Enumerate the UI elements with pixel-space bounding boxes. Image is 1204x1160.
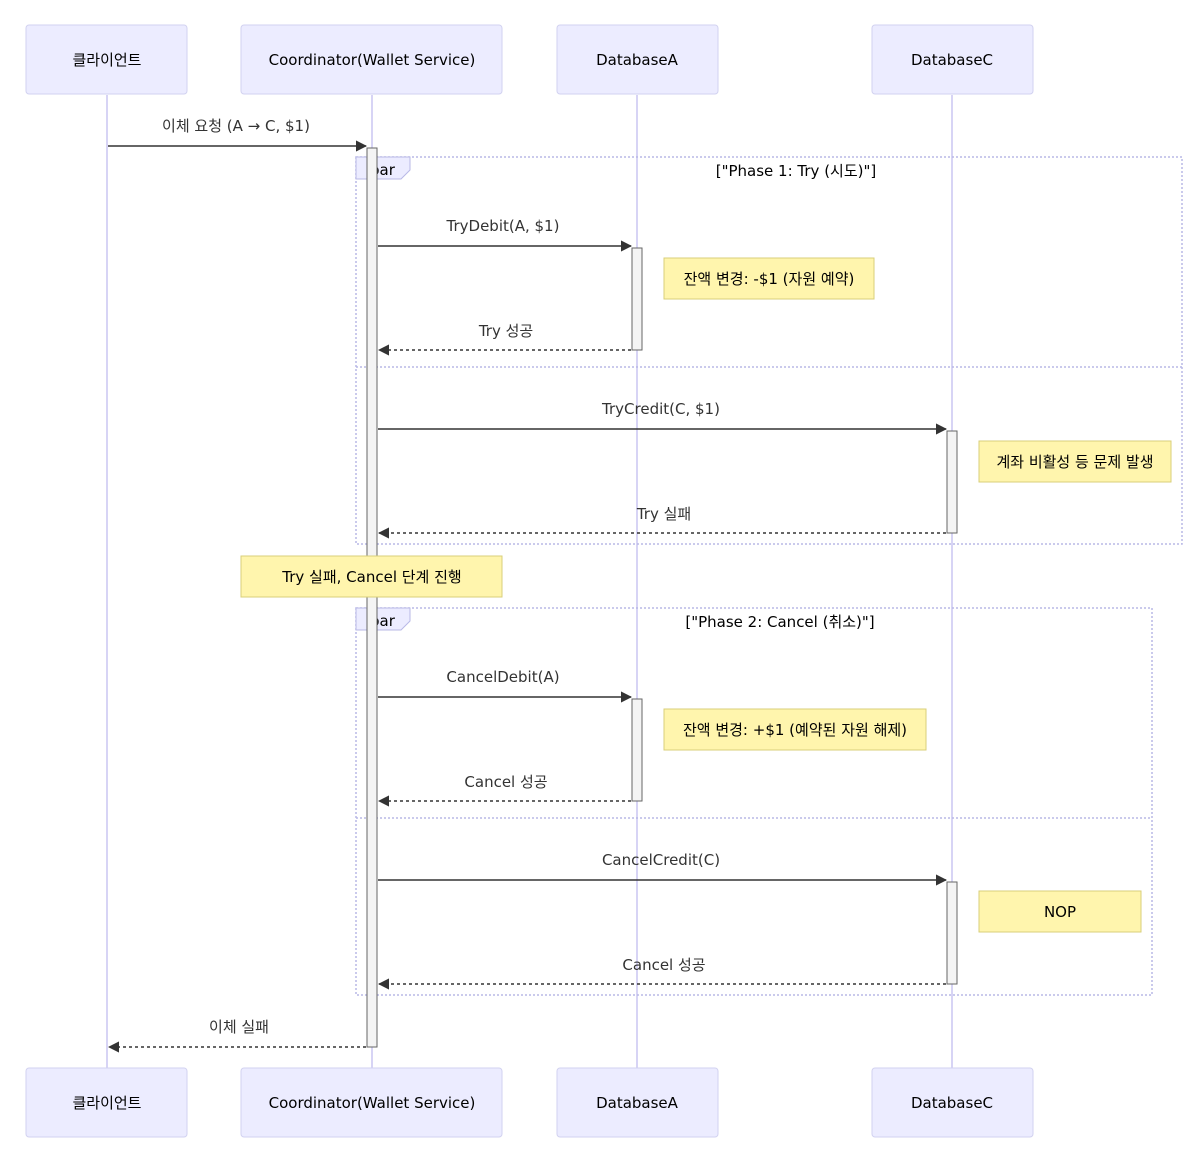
actor-database-c-label: DatabaseC: [911, 1094, 993, 1112]
message-try-debit: TryDebit(A, $1): [378, 217, 633, 252]
activation-database-a-try: [631, 247, 643, 351]
message-transfer-fail: 이체 실패: [107, 1018, 366, 1053]
note-text: 잔액 변경: +$1 (예약된 자원 해제): [683, 721, 907, 739]
note-credit-problem: 계좌 비활성 등 문제 발생: [978, 440, 1172, 483]
message-try-success: Try 성공: [377, 322, 631, 356]
message-cancel-credit: CancelCredit(C): [378, 851, 948, 886]
message-label: CancelDebit(A): [446, 668, 559, 686]
actor-coordinator-label: Coordinator(Wallet Service): [269, 51, 476, 69]
note-text: NOP: [1044, 903, 1076, 921]
message-label: Cancel 성공: [622, 956, 705, 974]
actor-client-bottom: 클라이언트: [25, 1067, 188, 1138]
activation-database-c-try: [946, 430, 958, 534]
message-label: Try 실패: [636, 505, 691, 523]
note-debit-release: 잔액 변경: +$1 (예약된 자원 해제): [663, 708, 927, 751]
actor-database-c-top: DatabaseC: [871, 24, 1034, 95]
note-text: 잔액 변경: -$1 (자원 예약): [684, 270, 855, 288]
message-label: Cancel 성공: [464, 773, 547, 791]
note-text: 계좌 비활성 등 문제 발생: [996, 453, 1153, 471]
message-cancel-debit: CancelDebit(A): [378, 668, 633, 703]
par-frame-phase-1: par ["Phase 1: Try (시도)"]: [355, 156, 1183, 545]
message-label: Try 성공: [478, 322, 533, 340]
actor-coordinator-top: Coordinator(Wallet Service): [240, 24, 503, 95]
message-label: TryCredit(C, $1): [601, 400, 720, 418]
actor-database-a-label: DatabaseA: [596, 1094, 679, 1112]
par-frame-2-condition: ["Phase 2: Cancel (취소)"]: [685, 613, 874, 631]
message-label: CancelCredit(C): [602, 851, 720, 869]
actor-coordinator-bottom: Coordinator(Wallet Service): [240, 1067, 503, 1138]
actor-database-a-label: DatabaseA: [596, 51, 679, 69]
actor-database-c-label: DatabaseC: [911, 51, 993, 69]
activation-database-c-cancel: [946, 881, 958, 985]
actor-client-label: 클라이언트: [72, 1094, 141, 1112]
message-cancel-success-a: Cancel 성공: [377, 773, 631, 807]
note-cancel-phase: Try 실패, Cancel 단계 진행: [240, 555, 503, 598]
message-try-fail: Try 실패: [377, 505, 946, 539]
message-transfer-request: 이체 요청 (A → C, $1): [108, 117, 368, 152]
note-text: Try 실패, Cancel 단계 진행: [281, 568, 461, 586]
message-label: 이체 요청 (A → C, $1): [162, 117, 310, 135]
actor-database-a-top: DatabaseA: [556, 24, 719, 95]
note-debit-reserve: 잔액 변경: -$1 (자원 예약): [663, 257, 875, 300]
actor-database-a-bottom: DatabaseA: [556, 1067, 719, 1138]
par-frame-1-condition: ["Phase 1: Try (시도)"]: [716, 162, 877, 180]
actor-coordinator-label: Coordinator(Wallet Service): [269, 1094, 476, 1112]
actor-database-c-bottom: DatabaseC: [871, 1067, 1034, 1138]
par-frame-phase-2: par ["Phase 2: Cancel (취소)"]: [355, 607, 1153, 996]
actor-client-top: 클라이언트: [25, 24, 188, 95]
message-label: 이체 실패: [209, 1018, 269, 1036]
message-label: TryDebit(A, $1): [446, 217, 560, 235]
activation-database-a-cancel: [631, 698, 643, 802]
message-try-credit: TryCredit(C, $1): [378, 400, 948, 435]
note-nop: NOP: [978, 890, 1142, 933]
message-cancel-success-c: Cancel 성공: [377, 956, 946, 990]
actor-client-label: 클라이언트: [72, 51, 141, 69]
